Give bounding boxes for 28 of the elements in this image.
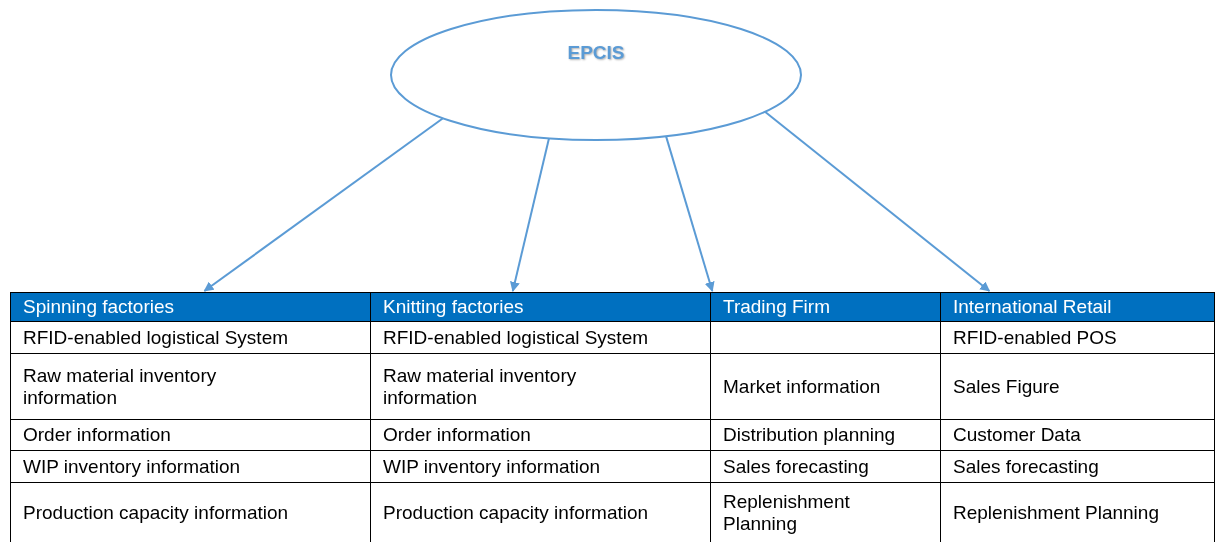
cell-text: Sales forecasting [723,455,869,478]
cell-text: Raw material inventory information [23,364,218,409]
cell-text: Distribution planning [723,424,896,446]
column-header: Trading Firm [710,292,941,322]
cell-text: Sales forecasting [953,455,1099,478]
cell-text: Customer Data [953,424,1081,446]
arrow [203,117,444,292]
cell-text: WIP inventory information [23,455,241,478]
cell-text: Replenishment Planning [723,490,851,535]
column-header: International Retail [940,292,1215,322]
cell-text: Production capacity information [383,501,649,524]
cell-text: RFID-enabled logistical System [23,326,289,349]
column-header: Knitting factories [370,292,711,322]
cell-text: Sales Figure [953,375,1060,398]
cell-text: RFID-enabled logistical System [383,326,649,349]
cell-text: Replenishment Planning [953,501,1159,524]
arrow [764,110,991,292]
cell-text: WIP inventory information [383,455,601,478]
cell-text: Production capacity information [23,501,289,524]
arrow [510,137,550,292]
column-header: Spinning factories [10,292,371,322]
cell-text: Market information [723,375,881,398]
cell-text: Raw material inventory information [383,364,578,409]
cell-text: Order information [23,424,171,446]
system-ellipse: EPCIS [389,8,803,142]
cell-text: RFID-enabled POS [953,326,1117,349]
cell-text: Order information [383,424,531,446]
arrow [665,135,715,292]
